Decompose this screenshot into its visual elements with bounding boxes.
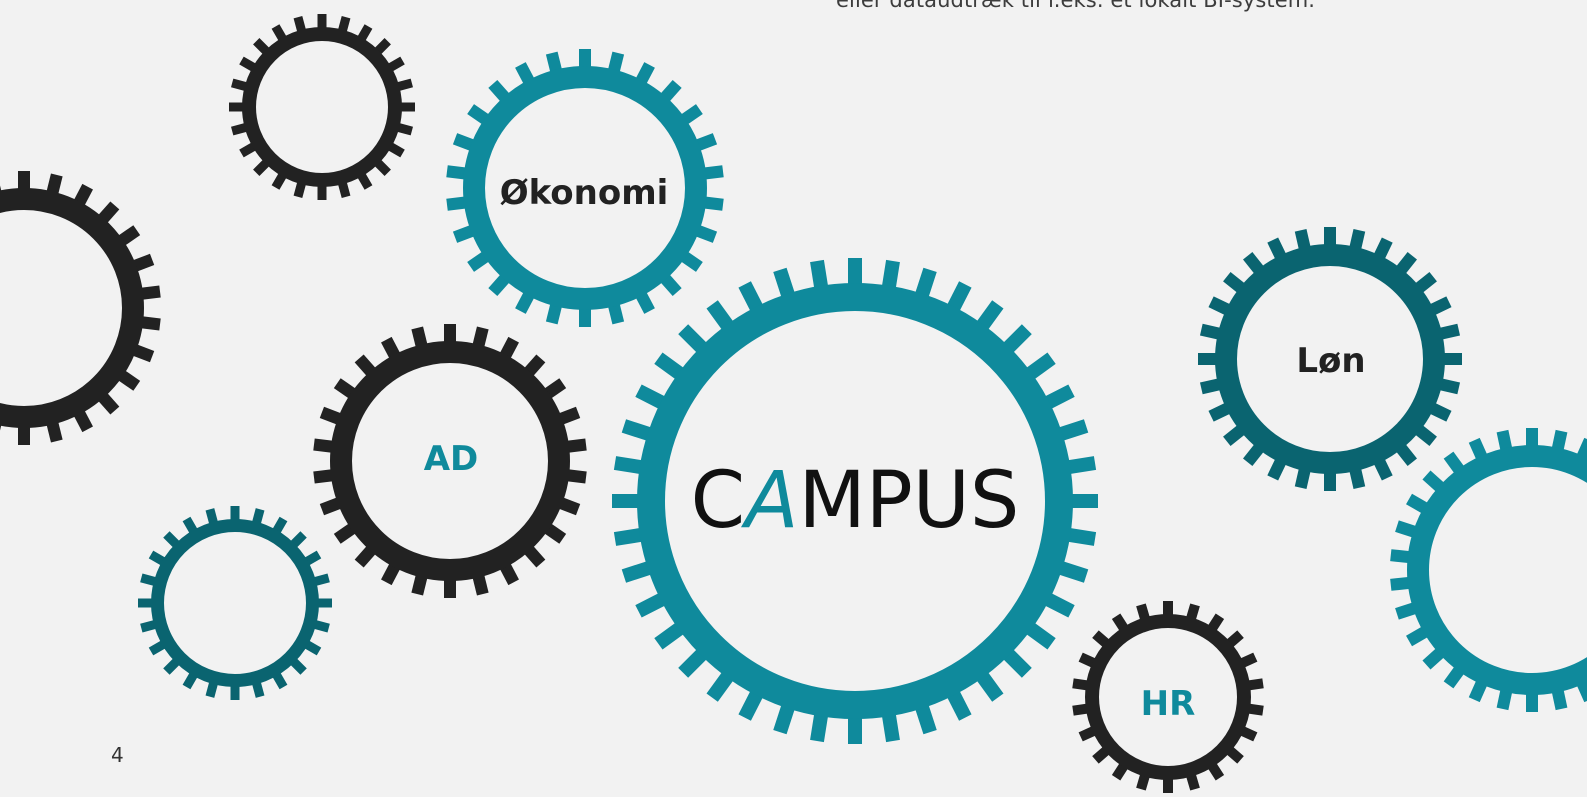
gear-ring bbox=[637, 283, 1073, 719]
gear-tooth bbox=[1163, 772, 1173, 793]
gear-decorative-bottom-left bbox=[138, 506, 332, 700]
gear-payroll: Løn bbox=[1198, 227, 1462, 491]
logo-letter-c: C bbox=[691, 456, 745, 546]
gear-campus: CAMPUS bbox=[612, 258, 1098, 744]
gear-ad-label: AD bbox=[424, 439, 479, 479]
intro-text-fragment: eller dataudtræk til f.eks. et lokalt BI… bbox=[836, 0, 1316, 12]
gear-ad: AD bbox=[313, 324, 587, 598]
logo-letter-a: A bbox=[740, 456, 798, 546]
gear-ring bbox=[1407, 445, 1587, 695]
gear-decorative-top-left bbox=[229, 14, 415, 200]
gear-ring bbox=[1215, 244, 1445, 474]
gear-tooth bbox=[317, 179, 327, 200]
gear-payroll-label: Løn bbox=[1296, 341, 1365, 381]
campus-logo: CAMPUS bbox=[691, 456, 1020, 546]
gear-ring bbox=[330, 341, 570, 581]
svg-text:CAMPUS: CAMPUS bbox=[691, 456, 1020, 546]
gear-tooth bbox=[230, 506, 240, 527]
gear-economy: Økonomi bbox=[446, 49, 724, 327]
gear-ring bbox=[1085, 614, 1251, 780]
gear-ring bbox=[242, 27, 402, 187]
gear-economy-label: Økonomi bbox=[500, 173, 669, 213]
gear-ring bbox=[0, 188, 144, 428]
gear-hr-label: HR bbox=[1141, 684, 1196, 724]
gear-tooth bbox=[1163, 601, 1173, 622]
gear-ring bbox=[151, 519, 319, 687]
page-number: 4 bbox=[111, 743, 124, 767]
gear-decorative-right-edge bbox=[1390, 428, 1587, 712]
gear-decorative-left-edge bbox=[0, 171, 161, 445]
gear-ring bbox=[463, 66, 707, 310]
gear-tooth bbox=[317, 14, 327, 35]
gear-tooth bbox=[230, 679, 240, 700]
gear-hr: HR bbox=[1072, 601, 1264, 793]
logo-letters-mpus: MPUS bbox=[798, 456, 1019, 546]
